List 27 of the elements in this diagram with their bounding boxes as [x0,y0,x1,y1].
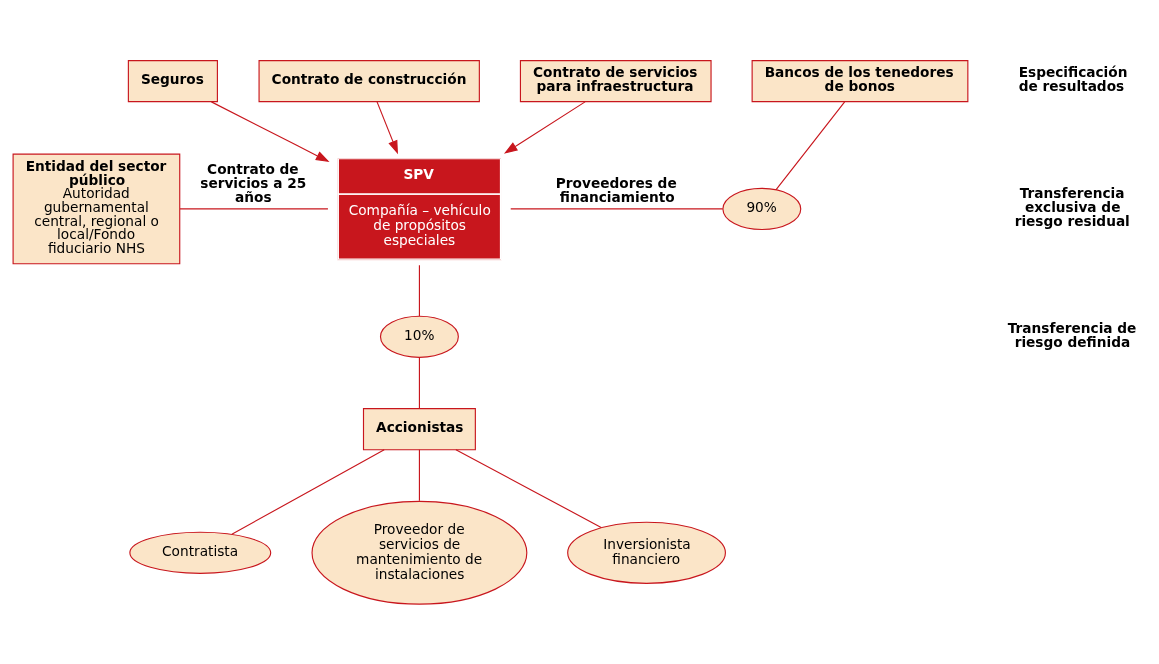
edge-label: Proveedores de financiamiento [555,174,677,205]
label: Transferencia exclusiva de riesgo residual [1014,184,1130,229]
arrow [376,100,398,154]
label: Transferencia de riesgo definida [1007,319,1137,350]
node-ellipse: 90% [722,187,802,230]
node-box: Contrato de construcción [258,59,480,102]
node-ellipse: Proveedor de servicios de mantenimiento de instalaciones [311,500,528,605]
arrow [503,100,586,154]
node-box: Accionistas [362,407,476,450]
node-ellipse: 10% [379,315,459,358]
connector [418,356,420,409]
label: Especificación de resultados [1018,63,1128,94]
connector [231,448,385,535]
connector [418,448,420,501]
connector [510,207,724,209]
node-box: Contrato de servicios para infraestructura [519,59,712,102]
node-ellipse: Contratista [129,531,272,574]
connector [455,448,602,528]
connector [775,100,846,190]
node-ellipse: Inversionista financiero [567,521,726,584]
node-box: Seguros [127,59,218,102]
node-box: Bancos de los tenedores de bonos [751,59,969,102]
connector [179,207,329,209]
connector [418,264,420,317]
arrow [210,100,330,162]
node-box: Entidad del sector público Autoridad gubernamental central, regional o local/Fondo fiduciario NHS [12,153,181,264]
edge-label: Contrato de servicios a 25 años [200,160,307,205]
